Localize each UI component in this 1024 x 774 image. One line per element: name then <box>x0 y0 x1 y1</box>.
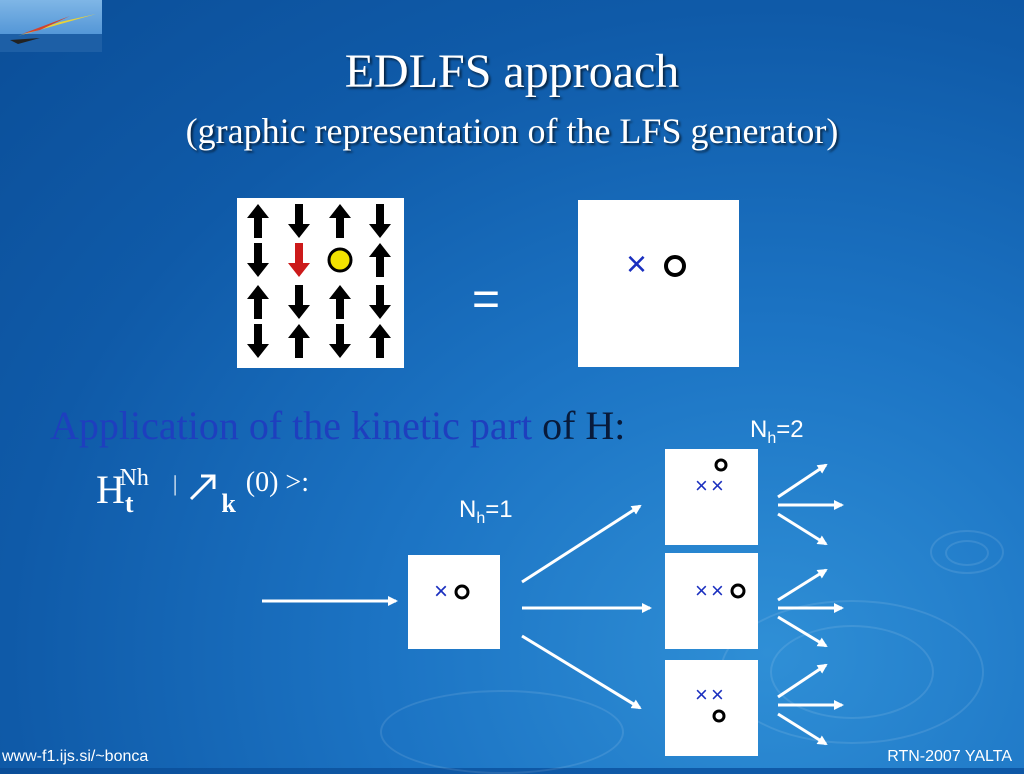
footer-conference: RTN-2007 YALTA <box>887 748 1012 765</box>
spin-down-icon <box>329 324 351 358</box>
nh2-label: Nh=2 <box>750 416 804 447</box>
out-arrow <box>777 512 828 546</box>
spin-down-icon <box>369 285 391 319</box>
state-box-nh1: × <box>408 555 500 649</box>
kinetic-heading-black: of H: <box>532 403 626 448</box>
spin-up-icon <box>329 285 351 319</box>
cross-symbol: × <box>711 473 724 498</box>
logo-image <box>0 0 102 52</box>
state-box-nh2-middle: × × <box>665 553 758 649</box>
formula-bar: | <box>172 471 178 496</box>
formula-nh: Nh <box>119 464 149 491</box>
spin-down-icon <box>247 243 269 277</box>
out-arrow <box>777 712 828 746</box>
page-subtitle: (graphic representation of the LFS gener… <box>185 111 839 151</box>
spin-up-icon <box>247 204 269 238</box>
formula: HtNh | k (0) >: <box>96 464 309 519</box>
cross-symbol: × <box>695 682 708 707</box>
out-arrow <box>777 463 828 499</box>
cross-symbol: × <box>695 578 708 603</box>
cross-symbol: × <box>434 578 448 605</box>
hole-symbol <box>712 709 726 723</box>
branch-arrow-down <box>521 634 642 710</box>
spin-up-icon <box>369 243 391 277</box>
hole-symbol <box>714 458 728 472</box>
kinetic-heading-blue: Application of the kinetic part <box>50 403 533 448</box>
ripple-decoration <box>770 625 934 719</box>
cross-symbol: × <box>626 243 647 284</box>
cross-symbol: × <box>695 473 708 498</box>
formula-k: k <box>221 489 236 518</box>
formula-t: t <box>124 489 134 518</box>
spin-up-icon <box>369 324 391 358</box>
cross-symbol: × <box>711 682 724 707</box>
formula-rest: (0) >: <box>245 467 309 498</box>
diagonal-arrow-icon <box>190 474 216 501</box>
lfs-state-box: × <box>578 200 739 367</box>
hole-symbol <box>730 583 746 599</box>
state-box-nh2-bottom: × × <box>665 660 758 756</box>
spin-up-icon <box>329 204 351 238</box>
footer-url: www-f1.ijs.si/~bonca <box>2 748 149 765</box>
out-arrow <box>777 568 828 602</box>
hole-symbol <box>454 584 470 600</box>
spin-down-icon <box>288 204 310 238</box>
hole-circle-icon <box>327 247 353 273</box>
out-arrow <box>777 663 828 699</box>
formula-h: H <box>96 467 125 512</box>
nh1-label: Nh=1 <box>459 496 513 527</box>
spin-down-icon <box>369 204 391 238</box>
ripple-decoration <box>930 530 1004 574</box>
spin-up-icon <box>288 324 310 358</box>
kinetic-heading: Application of the kinetic part of H: <box>50 402 625 449</box>
hole-symbol <box>664 255 686 277</box>
state-box-nh2-top: × × <box>665 449 758 545</box>
out-arrow <box>777 615 828 648</box>
equals-sign: = <box>472 273 501 326</box>
ripple-decoration <box>945 540 989 566</box>
spin-down-highlight-icon <box>288 243 310 277</box>
branch-arrow-up <box>521 504 642 584</box>
page-title: EDLFS approach <box>344 45 680 98</box>
cross-symbol: × <box>711 578 724 603</box>
spin-lattice <box>237 198 404 368</box>
spin-down-icon <box>247 324 269 358</box>
spin-down-icon <box>288 285 310 319</box>
spin-up-icon <box>247 285 269 319</box>
